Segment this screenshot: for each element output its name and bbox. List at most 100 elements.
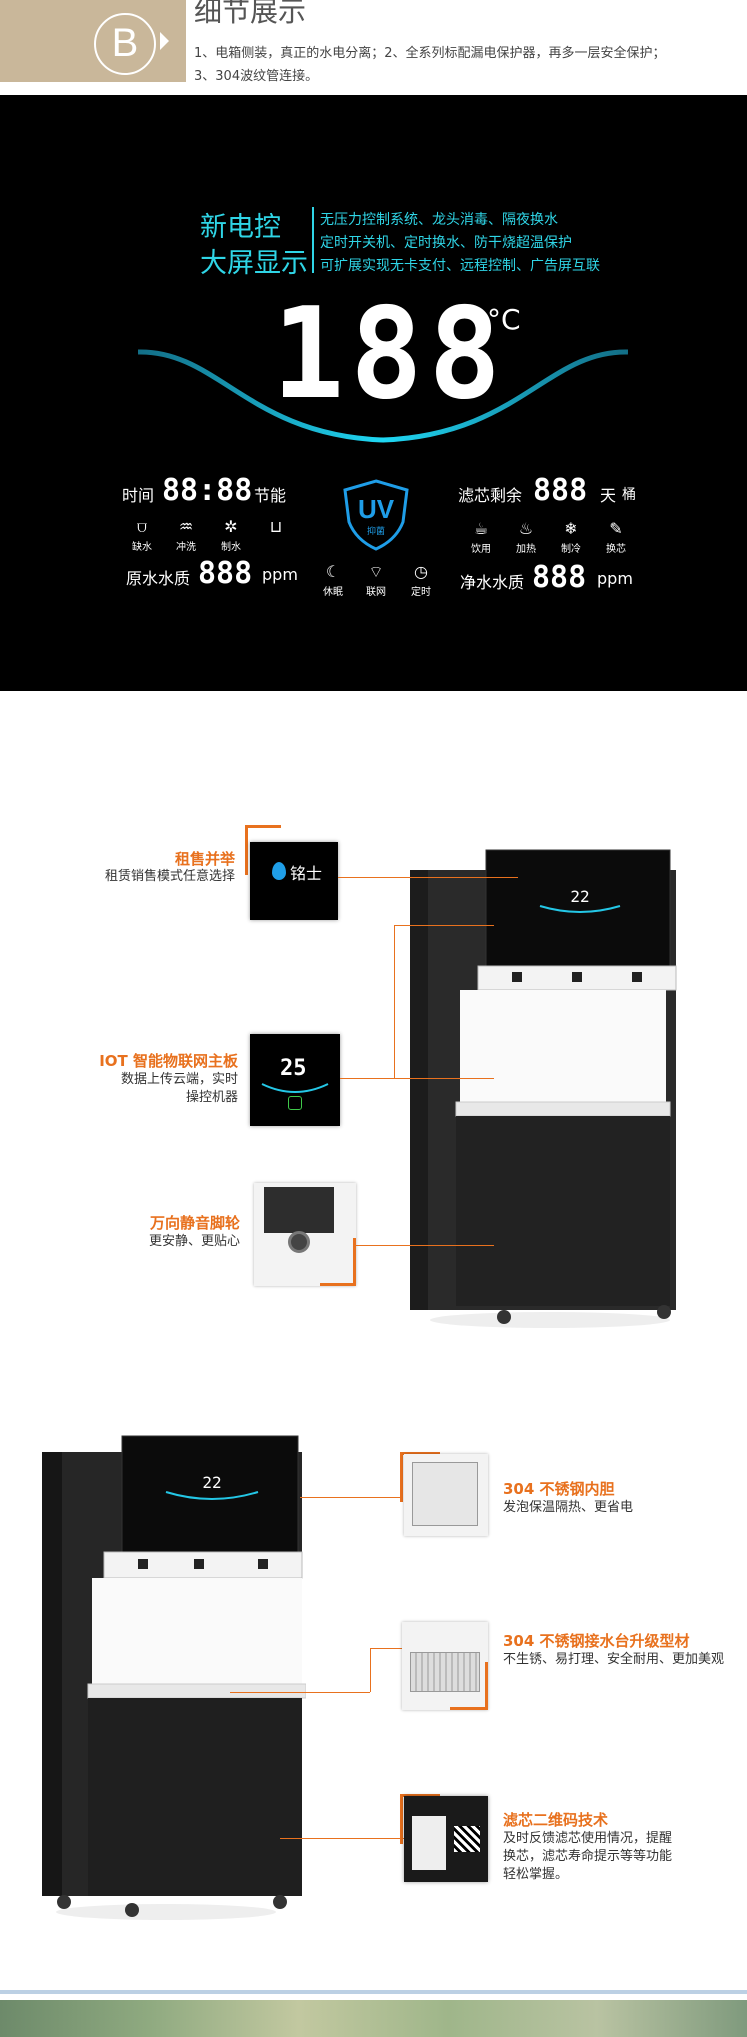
cabinet-base-image xyxy=(264,1187,334,1233)
callout-qr-desc-1: 及时反馈滤芯使用情况，提醒 xyxy=(503,1831,673,1846)
filter-digits: 888 xyxy=(533,473,588,508)
panel-heading-2: 大屏显示 xyxy=(200,248,308,279)
wheel-thumbnail xyxy=(254,1183,356,1286)
celsius-unit: °C xyxy=(487,303,521,336)
callout-tray-title: 304 不锈钢接水台升级型材 xyxy=(503,1632,690,1650)
cup-icon: ⊔ xyxy=(269,517,283,536)
orange-accent xyxy=(485,1662,488,1710)
leader-line xyxy=(370,1648,404,1649)
machine1-display: 22 xyxy=(570,887,589,906)
orange-accent xyxy=(400,1794,403,1844)
bottom-divider xyxy=(0,1990,747,1994)
raw-water-label: 原水水质 xyxy=(126,569,191,588)
icon-label-drink: 饮用 xyxy=(471,544,491,555)
water-dispenser-image-2: 22 xyxy=(42,1435,306,1920)
fan-icon: ✲ xyxy=(224,517,238,536)
callout-iot-desc-2: 操控机器 xyxy=(185,1090,238,1105)
uv-subtext: 抑菌 xyxy=(367,525,385,537)
uv-shield-icon: UV 抑菌 xyxy=(343,479,409,551)
wrench-icon: ✎ xyxy=(609,519,623,538)
panel-feature-3: 可扩展实现无卡支付、远程控制、广告屏互联 xyxy=(320,258,600,274)
orange-accent xyxy=(320,1283,356,1286)
leader-line xyxy=(394,925,494,926)
tank-thumbnail xyxy=(404,1454,488,1536)
panel-feature-1: 无压力控制系统、龙头消毒、隔夜换水 xyxy=(320,212,558,228)
callout-iot-title: IOT 智能物联网主板 xyxy=(99,1052,238,1070)
time-label: 时间 xyxy=(122,486,155,505)
time-digits: 88:88 xyxy=(162,473,253,508)
section-desc-line2: 3、304波纹管连接。 xyxy=(194,69,319,84)
callout-iot-desc-1: 数据上传云端，实时 xyxy=(120,1072,238,1087)
wifi-icon: ⌔ xyxy=(368,562,384,581)
section-header: B 细节展示 1、电箱侧装，真正的水电分离；2、全系列标配漏电保护器，再多一层安… xyxy=(0,0,747,84)
icon-label-heat: 加热 xyxy=(516,544,536,555)
section-title: 细节展示 xyxy=(194,0,307,28)
qr-filter-thumbnail xyxy=(404,1796,488,1882)
icon-label-rinse: 冲洗 xyxy=(176,542,196,553)
section-desc-line1: 1、电箱侧装，真正的水电分离；2、全系列标配漏电保护器，再多一层安全保护； xyxy=(194,46,666,61)
leader-line xyxy=(280,1838,404,1839)
ppm-unit-pure: ppm xyxy=(597,569,633,588)
iot-board-thumbnail: 25 xyxy=(250,1034,340,1126)
ppm-unit-raw: ppm xyxy=(262,565,298,584)
iot-uv-icon xyxy=(288,1096,302,1110)
temperature-digits: 188 xyxy=(272,281,507,428)
orange-accent xyxy=(353,1238,356,1286)
steam-cup-icon: ☕ xyxy=(473,519,489,538)
leader-line xyxy=(356,1245,494,1246)
snowflake-icon: ❄ xyxy=(564,519,578,538)
raw-water-digits: 888 xyxy=(198,556,253,591)
heat-icon: ♨ xyxy=(518,519,534,538)
orange-accent xyxy=(245,825,281,828)
logo-thumbnail: 铭士 xyxy=(250,842,338,920)
callout-wheel-desc: 更安静、更贴心 xyxy=(148,1234,240,1249)
icon-label-change-filter: 换芯 xyxy=(606,544,626,555)
pure-water-digits: 888 xyxy=(532,560,587,595)
drop-logo-icon xyxy=(272,862,286,880)
rinse-icon: ♒ xyxy=(178,517,194,536)
steel-tank-image xyxy=(412,1462,478,1526)
brand-logo-text: 铭士 xyxy=(290,864,323,883)
orange-accent xyxy=(400,1452,403,1502)
water-dispenser-image-1: 22 xyxy=(410,849,677,1328)
pure-water-label: 净水水质 xyxy=(460,573,525,592)
icon-label-timer: 定时 xyxy=(411,587,431,598)
tray-thumbnail xyxy=(402,1622,488,1710)
iot-arc xyxy=(261,1083,329,1093)
callout-tank-title: 304 不锈钢内胆 xyxy=(503,1480,615,1498)
badge-arrow-icon xyxy=(160,32,169,50)
cyan-arc xyxy=(138,349,628,443)
callout-tank-desc: 发泡保温隔热、更省电 xyxy=(503,1500,634,1515)
icon-label-sleep: 休眠 xyxy=(323,587,343,598)
caster-wheel-icon xyxy=(288,1231,310,1253)
qr-code-icon xyxy=(454,1826,480,1852)
filter-cartridge-image xyxy=(412,1816,446,1870)
orange-accent xyxy=(400,1452,440,1455)
callout-rent-desc: 租赁销售模式任意选择 xyxy=(104,869,235,884)
icon-label-cool: 制冷 xyxy=(561,544,581,555)
callout-wheel-title: 万向静音脚轮 xyxy=(149,1214,240,1232)
section-badge: B xyxy=(0,0,186,82)
orange-accent xyxy=(400,1794,440,1797)
callout-tray-desc: 不生锈、易打理、安全耐用、更加美观 xyxy=(503,1652,725,1667)
panel-heading-1: 新电控 xyxy=(200,212,281,243)
orange-accent xyxy=(245,825,248,875)
icon-label-shortage: 缺水 xyxy=(132,542,152,553)
leader-line xyxy=(300,1497,402,1498)
callout-rent-title: 租售并举 xyxy=(174,850,235,868)
icon-label-make-water: 制水 xyxy=(221,542,241,553)
icon-label-network: 联网 xyxy=(366,587,386,598)
steel-tray-image xyxy=(410,1652,480,1692)
callout-qr-desc-3: 轻松掌握。 xyxy=(503,1867,569,1882)
panel-feature-2: 定时开关机、定时换水、防干烧超温保护 xyxy=(320,235,572,251)
badge-letter: B xyxy=(111,21,139,65)
leader-line xyxy=(230,1692,370,1693)
bucket-label: 桶 xyxy=(622,487,636,503)
callout-qr-desc-2: 换芯，滤芯寿命提示等等功能 xyxy=(503,1849,673,1864)
machine2-display: 22 xyxy=(202,1473,221,1492)
panel-divider xyxy=(312,207,314,273)
callout-qr-title: 滤芯二维码技术 xyxy=(503,1811,609,1829)
leader-line xyxy=(340,1078,494,1079)
leader-line xyxy=(394,925,395,1078)
days-label: 天 xyxy=(600,486,617,505)
